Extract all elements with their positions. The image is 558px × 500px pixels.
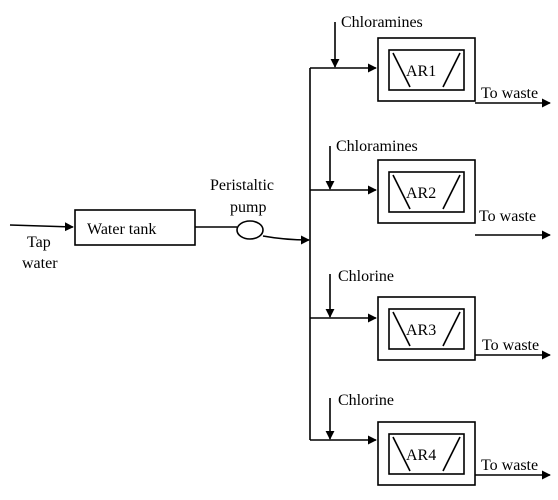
dosing-chemical-label: Chlorine <box>338 392 394 409</box>
dosing-chemical-label: Chloramines <box>336 138 418 155</box>
peristaltic-pump-symbol <box>236 220 264 240</box>
outlet-label: To waste <box>479 208 536 225</box>
reactor-name-label: AR2 <box>406 185 436 202</box>
outlet-label: To waste <box>481 85 538 102</box>
pump-label-peristaltic: Peristaltic <box>210 177 274 194</box>
reactor-slant-right <box>442 174 461 210</box>
pump-label-pump: pump <box>230 199 266 216</box>
water-tank-label: Water tank <box>87 221 156 238</box>
reactor-name-label: AR3 <box>406 322 436 339</box>
reactor-slant-right <box>442 311 461 347</box>
pump-to-manifold-arrow <box>262 235 310 245</box>
outlet-label: To waste <box>481 457 538 474</box>
outlet-label: To waste <box>482 337 539 354</box>
reactor-slant-right <box>442 436 461 472</box>
reactor-unit-ar3: Chlorine AR3 To waste <box>310 268 551 361</box>
reactor-slant-left <box>392 436 411 472</box>
reactor-unit-ar2: Chloramines AR2 To waste <box>310 138 551 240</box>
inlet-label-water: water <box>22 255 58 272</box>
inlet-arrow <box>9 222 74 232</box>
reactor-unit-ar4: Chlorine AR4 To waste <box>310 392 551 486</box>
reactor-slant-left <box>392 311 411 347</box>
dosing-chemical-label: Chlorine <box>338 268 394 285</box>
inlet-label-tap: Tap <box>27 234 51 251</box>
dosing-chemical-label: Chloramines <box>341 14 423 31</box>
reactor-name-label: AR4 <box>406 447 436 464</box>
reactor-slant-right <box>442 52 461 88</box>
water-tank-box <box>74 209 196 246</box>
reactor-slant-left <box>392 174 411 210</box>
reactor-name-label: AR1 <box>406 63 436 80</box>
reactor-slant-left <box>392 52 411 88</box>
reactor-unit-ar1: Chloramines AR1 To waste <box>310 14 551 108</box>
